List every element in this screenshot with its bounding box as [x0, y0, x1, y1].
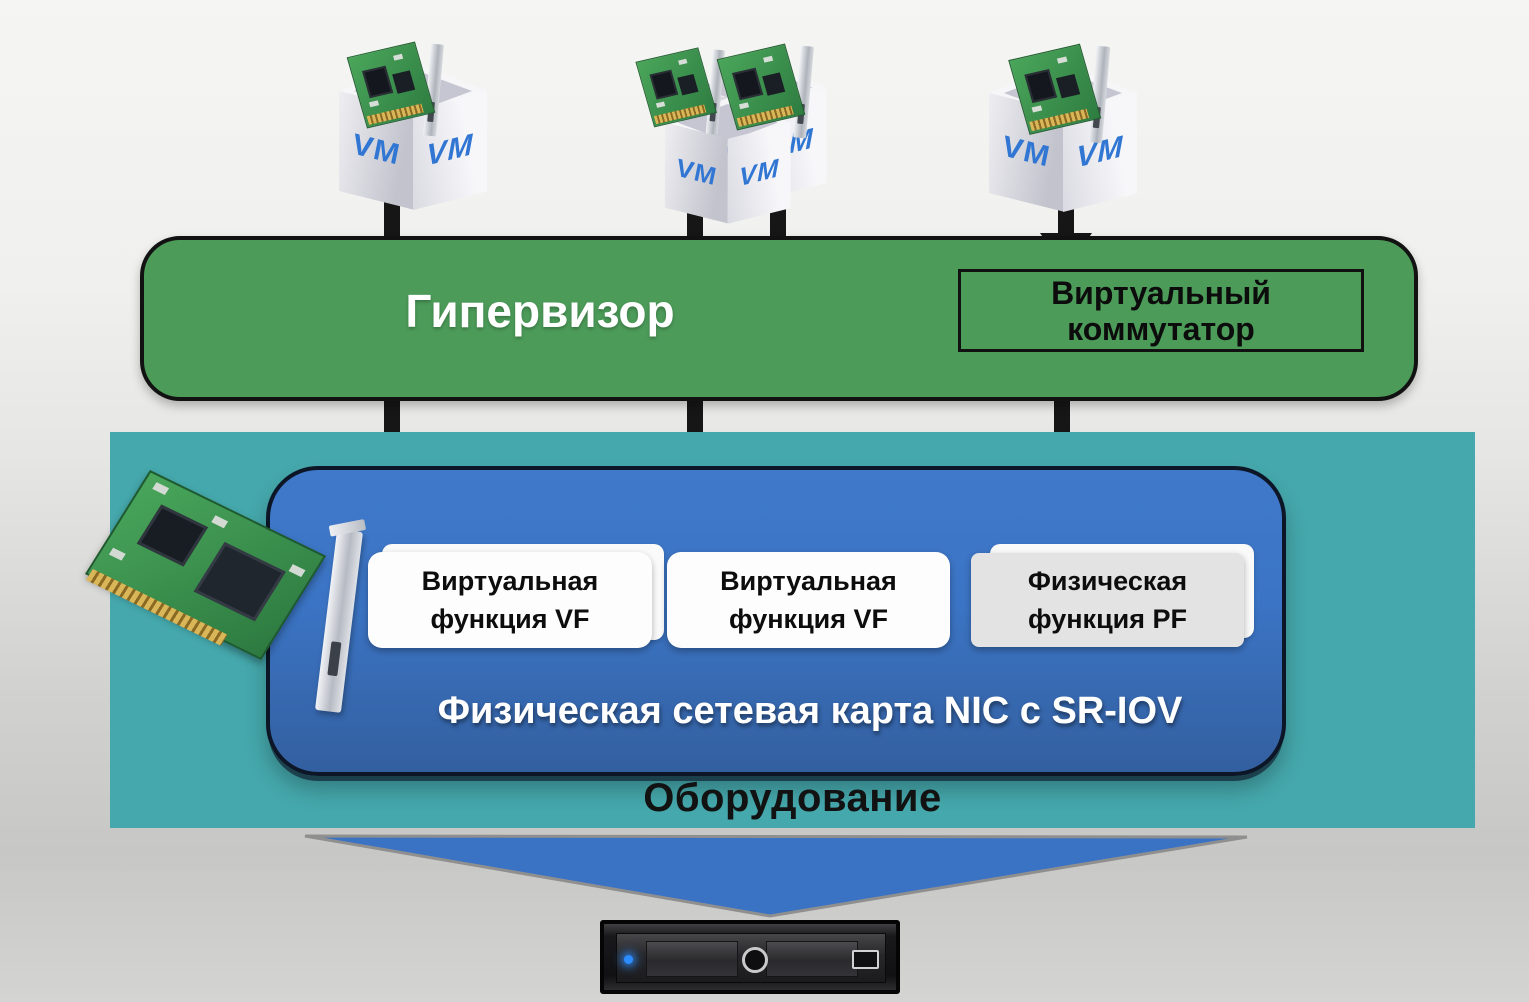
virtual-switch-label-line1: Виртуальный [1051, 274, 1271, 311]
hypervisor-label: Гипервизор [405, 285, 675, 337]
vf2-label-line2: функция VF [728, 604, 889, 634]
server-drive-bay [646, 941, 738, 977]
pf-label-line1: Физическая [1027, 566, 1188, 596]
vf1-label-line2: функция VF [430, 604, 590, 634]
server-power-led [624, 955, 633, 964]
vm-label: VM [739, 154, 780, 193]
vf2-label-line1: Виртуальная [720, 566, 897, 596]
virtual-function-1-box: Виртуальная функция VF [368, 552, 652, 648]
virtual-switch-box: Виртуальный коммутатор [958, 269, 1364, 352]
physical-function-box: Физическая функция PF [971, 553, 1244, 647]
server-power-button [742, 947, 768, 973]
vm-label: VM [676, 153, 717, 192]
chip-icon [193, 542, 286, 622]
hardware-label: Оборудование [643, 776, 942, 820]
nic-label: Физическая сетевая карта NIC с SR-IOV [437, 690, 1183, 732]
server-image [600, 920, 900, 994]
funnel-triangle [304, 834, 1248, 918]
virtual-function-2-box: Виртуальная функция VF [667, 552, 950, 648]
vf1-label-line1: Виртуальная [421, 566, 599, 596]
vm2-nic-card-icon-left [635, 46, 725, 136]
vm1-nic-card-icon [346, 40, 444, 138]
hypervisor-box [140, 236, 1418, 401]
server-port [852, 950, 879, 969]
pf-label-line2: функция PF [1027, 604, 1188, 634]
vm3-nic-card-icon [1008, 42, 1111, 145]
vm2-nic-card-icon-right [716, 42, 814, 140]
chip-icon [136, 504, 209, 567]
server-drive-bay [766, 941, 858, 977]
virtual-switch-label-line2: коммутатор [1067, 310, 1255, 347]
